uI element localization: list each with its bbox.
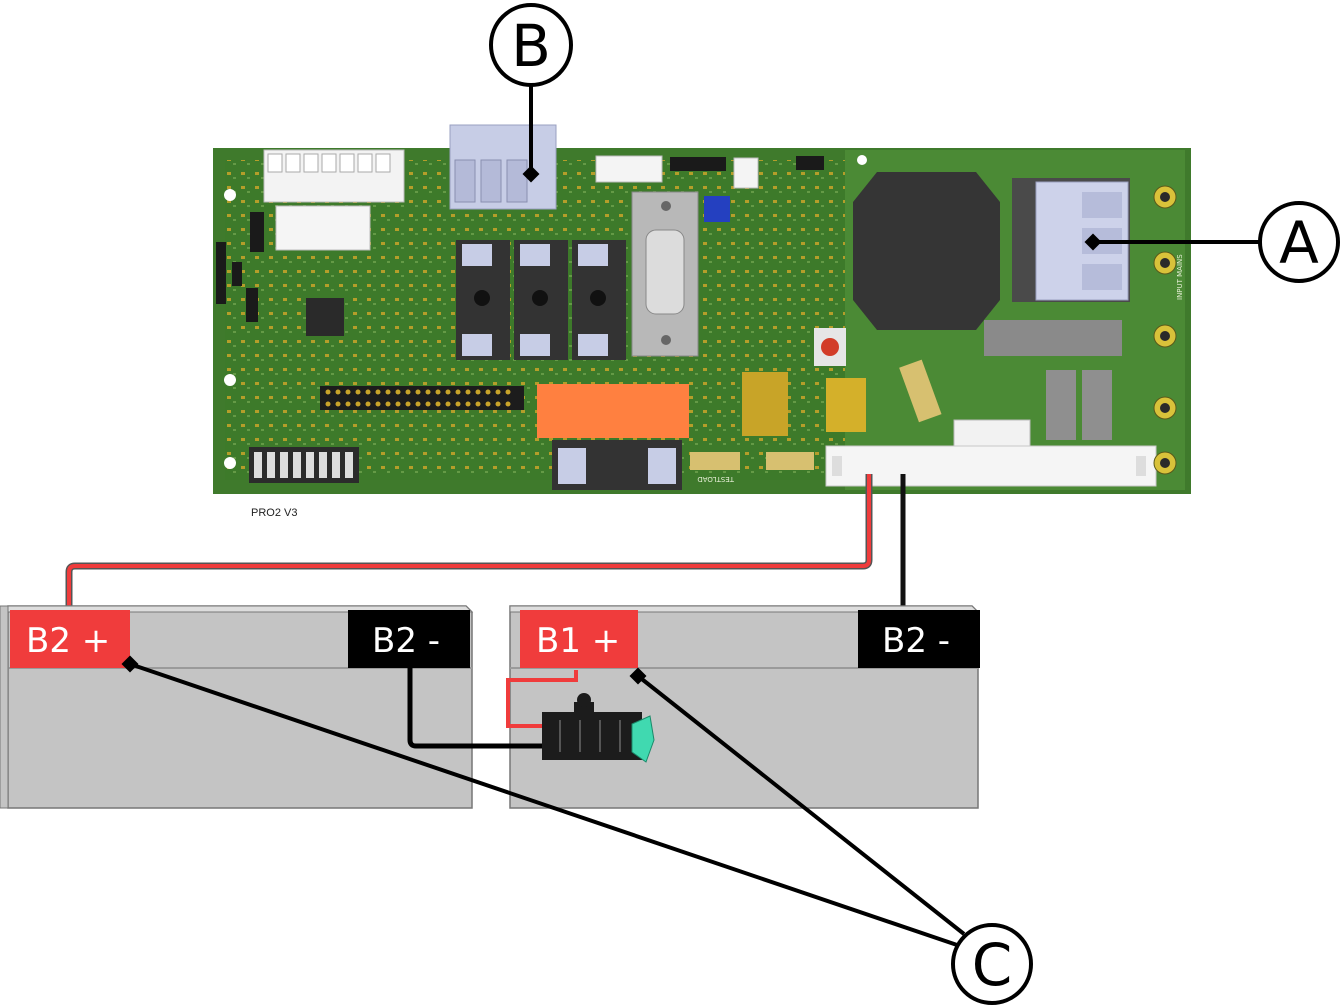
terminal-left-positive: B2 + [10,610,130,668]
callout-c-leader-right [636,674,966,936]
silk-testload: TESTLOAD [697,475,735,483]
pcb-board: INPUT MAINS TESTLOAD [213,124,1191,494]
callout-c: C [951,923,1033,1005]
callout-c-leader-left [129,662,961,948]
red-wire-main [65,474,873,610]
bridge-red-wire [506,670,578,728]
terminal-left-negative: B2 - [348,610,470,668]
callout-b: B [489,3,573,87]
silk-input-mains: INPUT MAINS [1176,254,1184,300]
terminal-right-negative: B2 - [858,610,980,668]
terminal-left-positive-label: B2 + [26,621,110,661]
terminal-right-negative-label: B2 - [882,621,950,661]
callout-b-letter: B [511,12,551,80]
terminal-left-negative-label: B2 - [372,621,440,661]
board-label: PRO2 V3 [251,507,297,519]
bridge-black-wire [407,668,546,749]
terminal-right-positive: B1 + [520,610,638,668]
callout-a: A [1258,201,1340,283]
inline-fuse [542,693,655,763]
terminal-right-positive-label: B1 + [536,621,620,661]
callout-a-letter: A [1279,209,1319,277]
callout-c-letter: C [972,931,1013,999]
